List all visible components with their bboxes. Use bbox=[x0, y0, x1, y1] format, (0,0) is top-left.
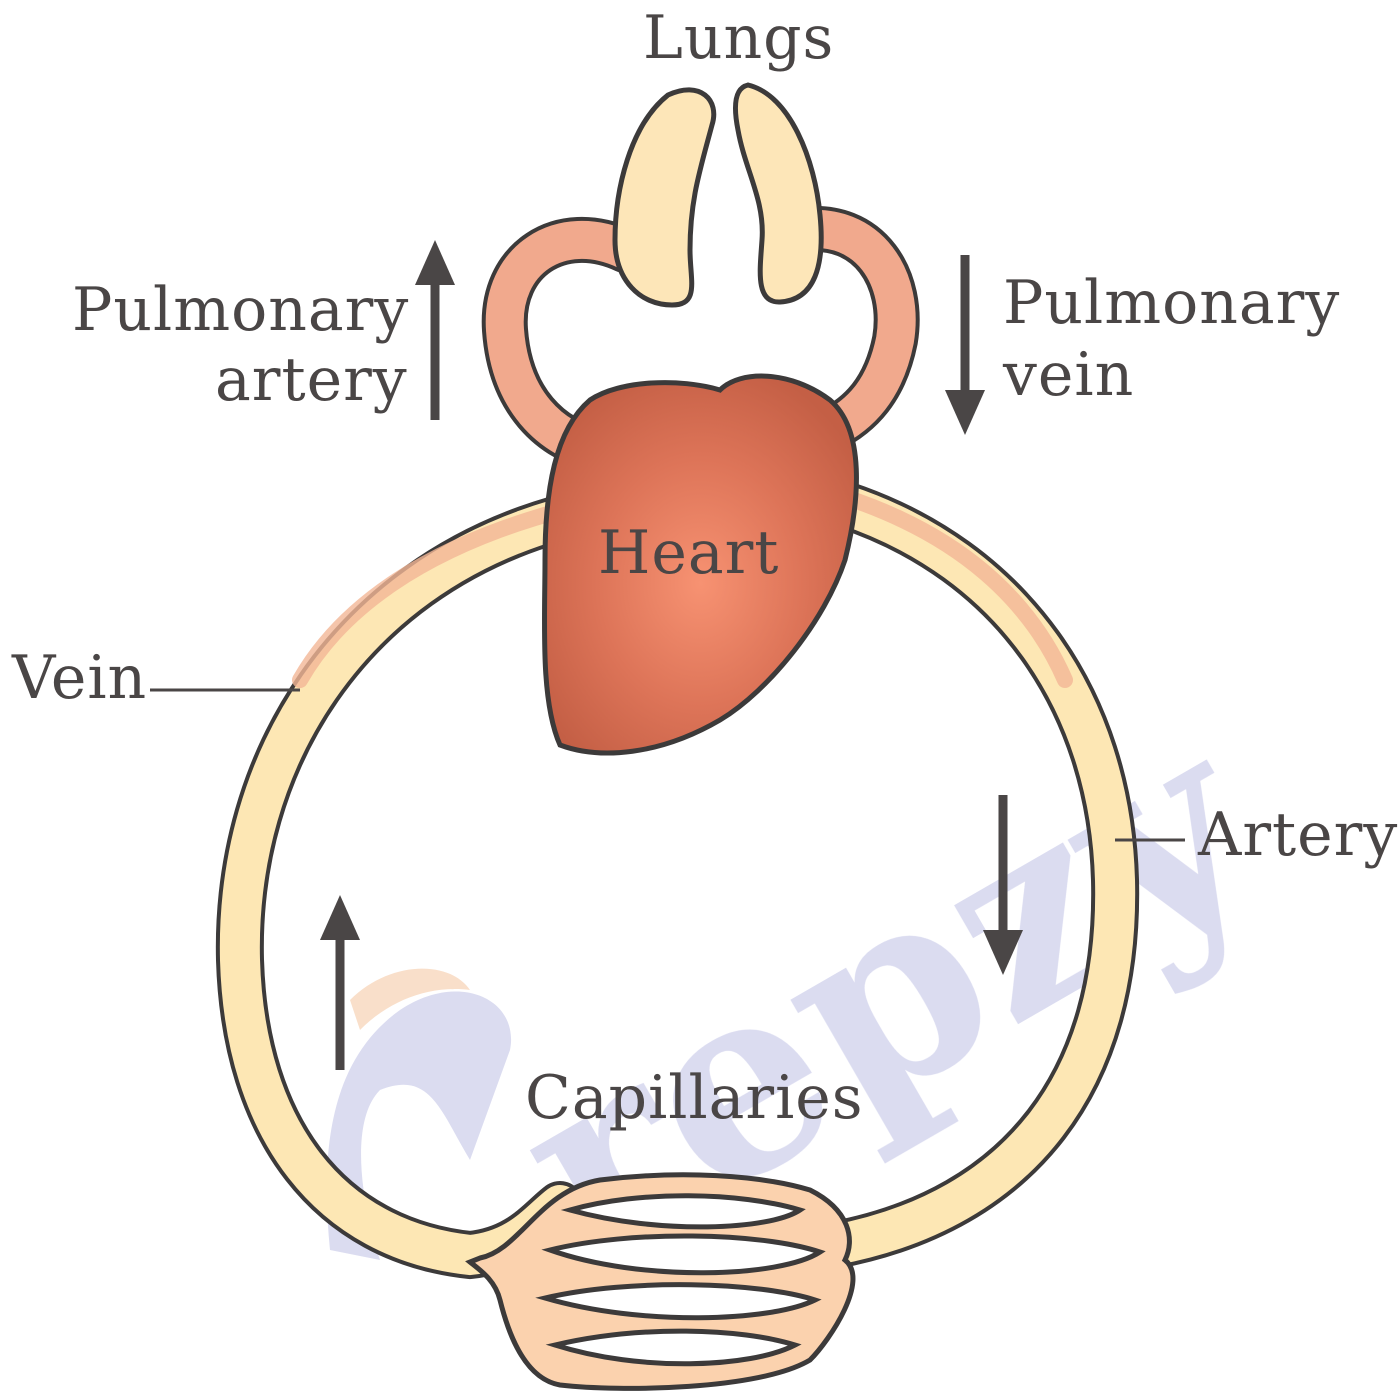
label-lungs: Lungs bbox=[643, 3, 834, 73]
label-heart: Heart bbox=[598, 518, 779, 588]
lungs bbox=[615, 85, 821, 305]
label-vein: Vein bbox=[11, 643, 147, 713]
label-capillaries: Capillaries bbox=[525, 1063, 864, 1133]
label-pulmonary-artery-line1: Pulmonary bbox=[72, 275, 409, 345]
arrow-up-pulmonary-artery bbox=[415, 240, 455, 420]
label-artery: Artery bbox=[1197, 800, 1398, 870]
arrow-down-pulmonary-vein bbox=[945, 255, 985, 435]
label-pulmonary-vein-line2: vein bbox=[1002, 340, 1134, 410]
label-pulmonary-artery-line2: artery bbox=[215, 345, 408, 415]
arrow-up-vein bbox=[320, 895, 360, 1070]
label-pulmonary-vein-line1: Pulmonary bbox=[1003, 268, 1340, 338]
right-lung bbox=[735, 85, 821, 302]
left-lung bbox=[615, 90, 714, 305]
